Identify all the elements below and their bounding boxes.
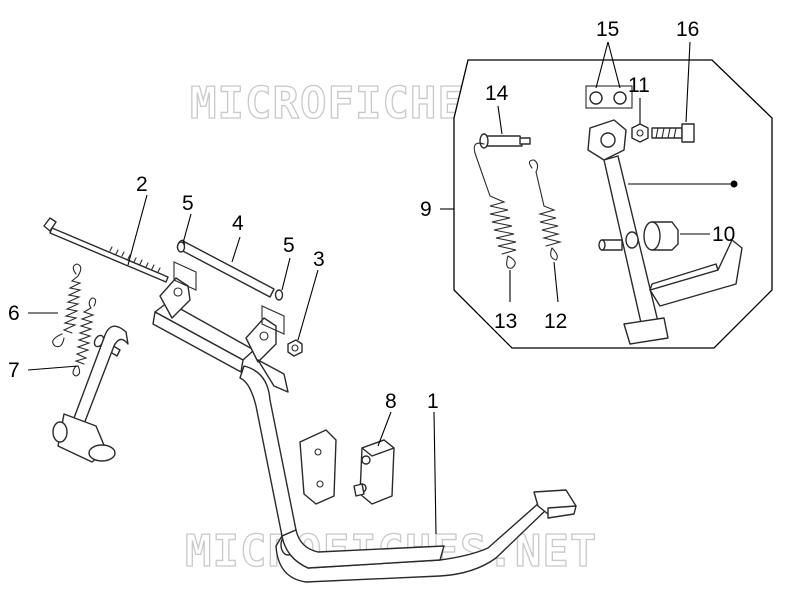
watermark-bottom: MICROFICHES.NET	[185, 526, 597, 577]
callout-7: 7	[8, 359, 20, 382]
callout-3: 3	[313, 248, 325, 271]
callout-8: 8	[385, 390, 397, 413]
callout-6: 6	[8, 302, 20, 325]
detail-assembly	[440, 41, 743, 345]
leader-4	[231, 236, 241, 263]
part-5-washer-right[interactable]	[274, 289, 284, 301]
callout-10: 10	[712, 223, 735, 246]
callout-5b: 5	[283, 234, 295, 257]
callout-11: 11	[628, 74, 650, 97]
part-2-bolt[interactable]	[43, 217, 169, 283]
detail-side-stand[interactable]	[587, 119, 743, 345]
leader-15a	[595, 41, 609, 89]
part-6-spring[interactable]	[52, 263, 82, 348]
callout-14: 14	[485, 82, 509, 105]
leader-14	[497, 105, 503, 135]
reference-dot	[730, 180, 738, 188]
part-12-spring[interactable]	[528, 159, 563, 261]
leader-16	[685, 41, 691, 123]
part-13-spring[interactable]	[473, 142, 517, 269]
callout-5a: 5	[182, 192, 194, 215]
callout-1: 1	[427, 390, 439, 413]
callout-13: 13	[494, 310, 517, 333]
leader-2	[127, 194, 148, 266]
leader-5a	[182, 213, 192, 244]
part-8-rubber-block[interactable]	[353, 439, 395, 505]
part-16-bolt[interactable]	[651, 123, 695, 143]
part-10-rubber-stop[interactable]	[643, 221, 679, 251]
part-3-nut[interactable]	[287, 339, 303, 357]
leader-1	[433, 411, 437, 535]
leader-7	[27, 365, 79, 371]
leader-8	[377, 411, 392, 447]
callout-labels: 2 5 4 5 3 6 7 8 1 9 10 11 12 13 14 15 16	[8, 18, 735, 413]
part-5-washer-left[interactable]	[176, 241, 186, 253]
main-stand-assembly	[27, 194, 577, 583]
callout-12: 12	[544, 310, 567, 333]
leader-15b	[607, 41, 621, 89]
leader-12	[553, 261, 559, 303]
callout-16: 16	[676, 18, 699, 41]
group-bracket-left	[173, 261, 197, 291]
callout-9: 9	[420, 198, 432, 221]
callout-2: 2	[136, 173, 148, 196]
leader-3	[297, 269, 319, 341]
part-7-spring[interactable]	[72, 297, 97, 377]
callout-4: 4	[232, 212, 244, 235]
part-4-pin[interactable]	[176, 239, 275, 298]
leader-5b	[281, 257, 291, 291]
part-1-main-stand[interactable]	[52, 277, 577, 583]
group-bracket-right	[261, 305, 285, 335]
callout-15: 15	[596, 18, 619, 41]
part-15-washers[interactable]	[585, 85, 633, 109]
part-11-nut[interactable]	[631, 123, 649, 143]
part-14-pin[interactable]	[479, 133, 531, 149]
